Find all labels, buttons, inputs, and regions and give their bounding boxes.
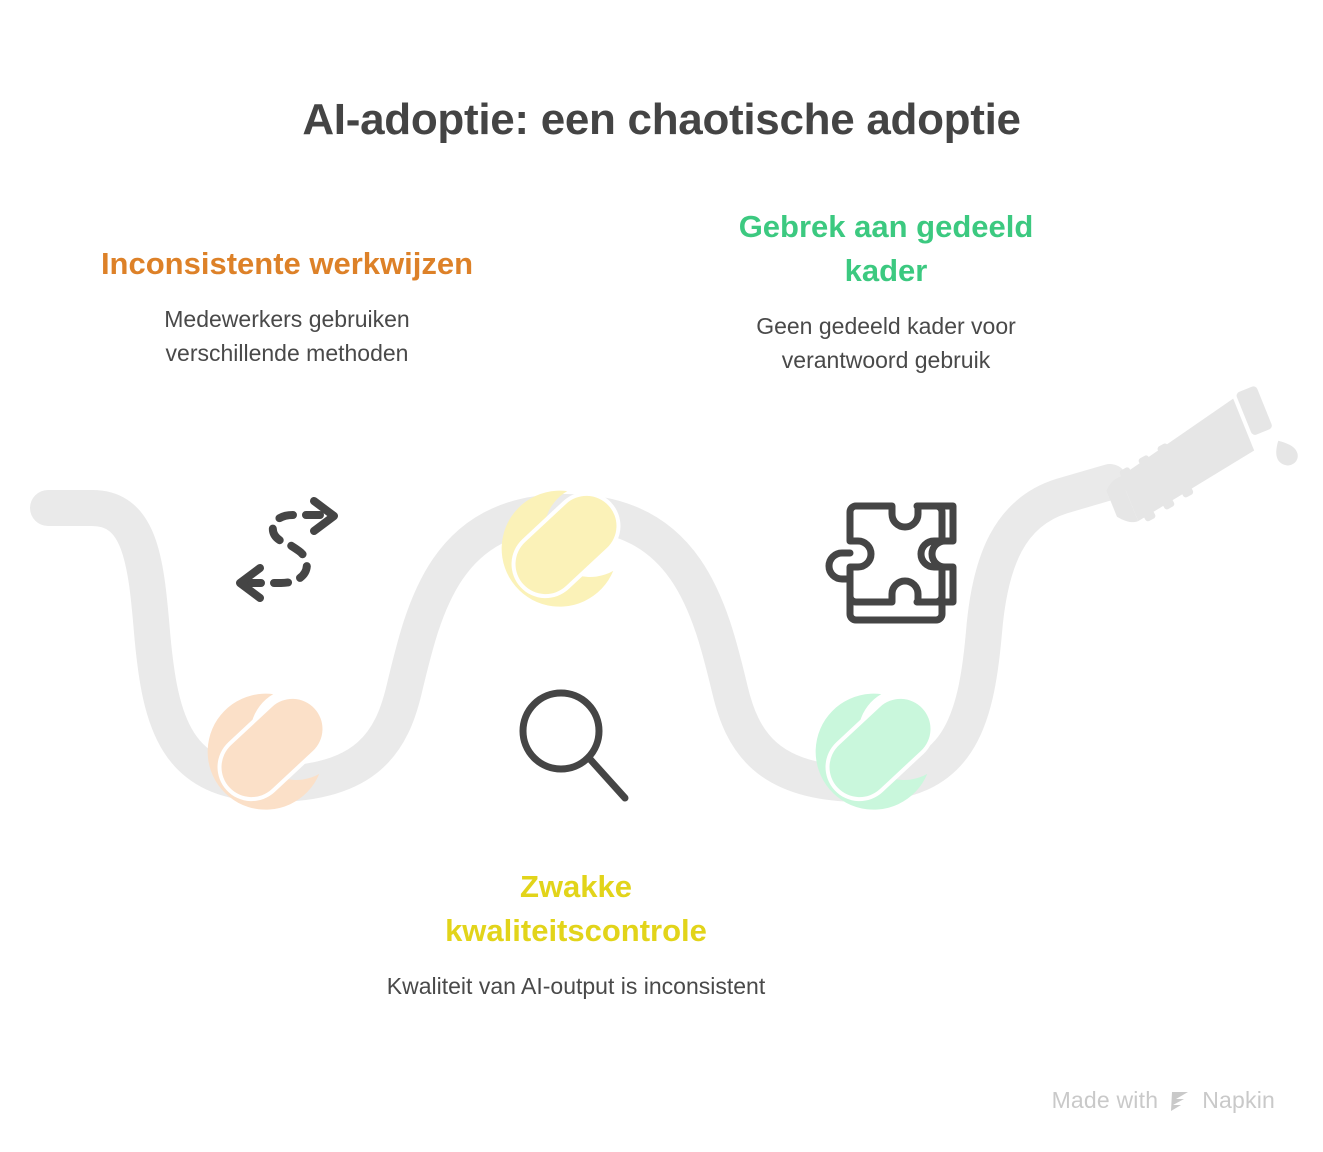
zigzag-arrow-head-left (236, 564, 264, 602)
tube-crimp-3 (1157, 443, 1194, 498)
marker-capsule (829, 698, 931, 798)
marker-capsule (515, 495, 617, 595)
topic-body-quality: Kwaliteit van AI-output is inconsistent (386, 973, 766, 1000)
paint-drop (1276, 440, 1298, 466)
topic-inconsistent: Inconsistente werkwijzen Medewerkers geb… (98, 242, 476, 370)
topic-body-inconsistent: Medewerkers gebruiken verschillende meth… (164, 306, 410, 367)
topic-heading-inconsistent: Inconsistente werkwijzen (100, 246, 474, 281)
magnifier-lens (519, 689, 603, 773)
topic-heading-quality: Zwakke kwaliteitscontrole (445, 869, 707, 949)
tube-nozzle (1236, 386, 1272, 435)
tube-taper (1106, 476, 1139, 523)
topic-quality: Zwakke kwaliteitscontrole Kwaliteit van … (386, 865, 766, 1003)
puzzle-piece-bottom-left (825, 549, 896, 624)
topic-body-framework: Geen gedeeld kader voor verantwoord gebr… (756, 313, 1016, 374)
watermark-brand: Napkin (1202, 1087, 1275, 1113)
tube-body (1120, 398, 1255, 522)
dashed-zigzag-arrow-icon (236, 497, 338, 602)
napkin-watermark: Made with Napkin (1052, 1087, 1275, 1114)
puzzle-piece-top-left (846, 502, 957, 606)
zigzag-arrow-head-right (310, 497, 338, 535)
topic-framework: Gebrek aan gedeeld kader Geen gedeeld ka… (718, 205, 1054, 377)
paint-tube-icon (1106, 386, 1298, 523)
magnifier-handle (585, 754, 629, 802)
marker-capsule (221, 698, 323, 798)
marker-inconsistent (207, 693, 327, 810)
zigzag-arrow-stroke (243, 511, 331, 587)
marker-quality (501, 490, 621, 607)
tube-crimp-2 (1138, 455, 1175, 510)
topic-heading-framework: Gebrek aan gedeeld kader (738, 209, 1034, 289)
marker-framework (815, 693, 935, 810)
puzzle-piece-bottom-right (888, 574, 946, 624)
tube-crimp-1 (1119, 467, 1156, 522)
page-title: AI-adoptie: een chaotische adoptie (302, 95, 1021, 144)
napkin-logo-icon (1167, 1088, 1193, 1114)
puzzle-icon (825, 502, 957, 624)
watermark-prefix: Made with (1051, 1087, 1159, 1113)
magnifier-icon (519, 689, 629, 802)
